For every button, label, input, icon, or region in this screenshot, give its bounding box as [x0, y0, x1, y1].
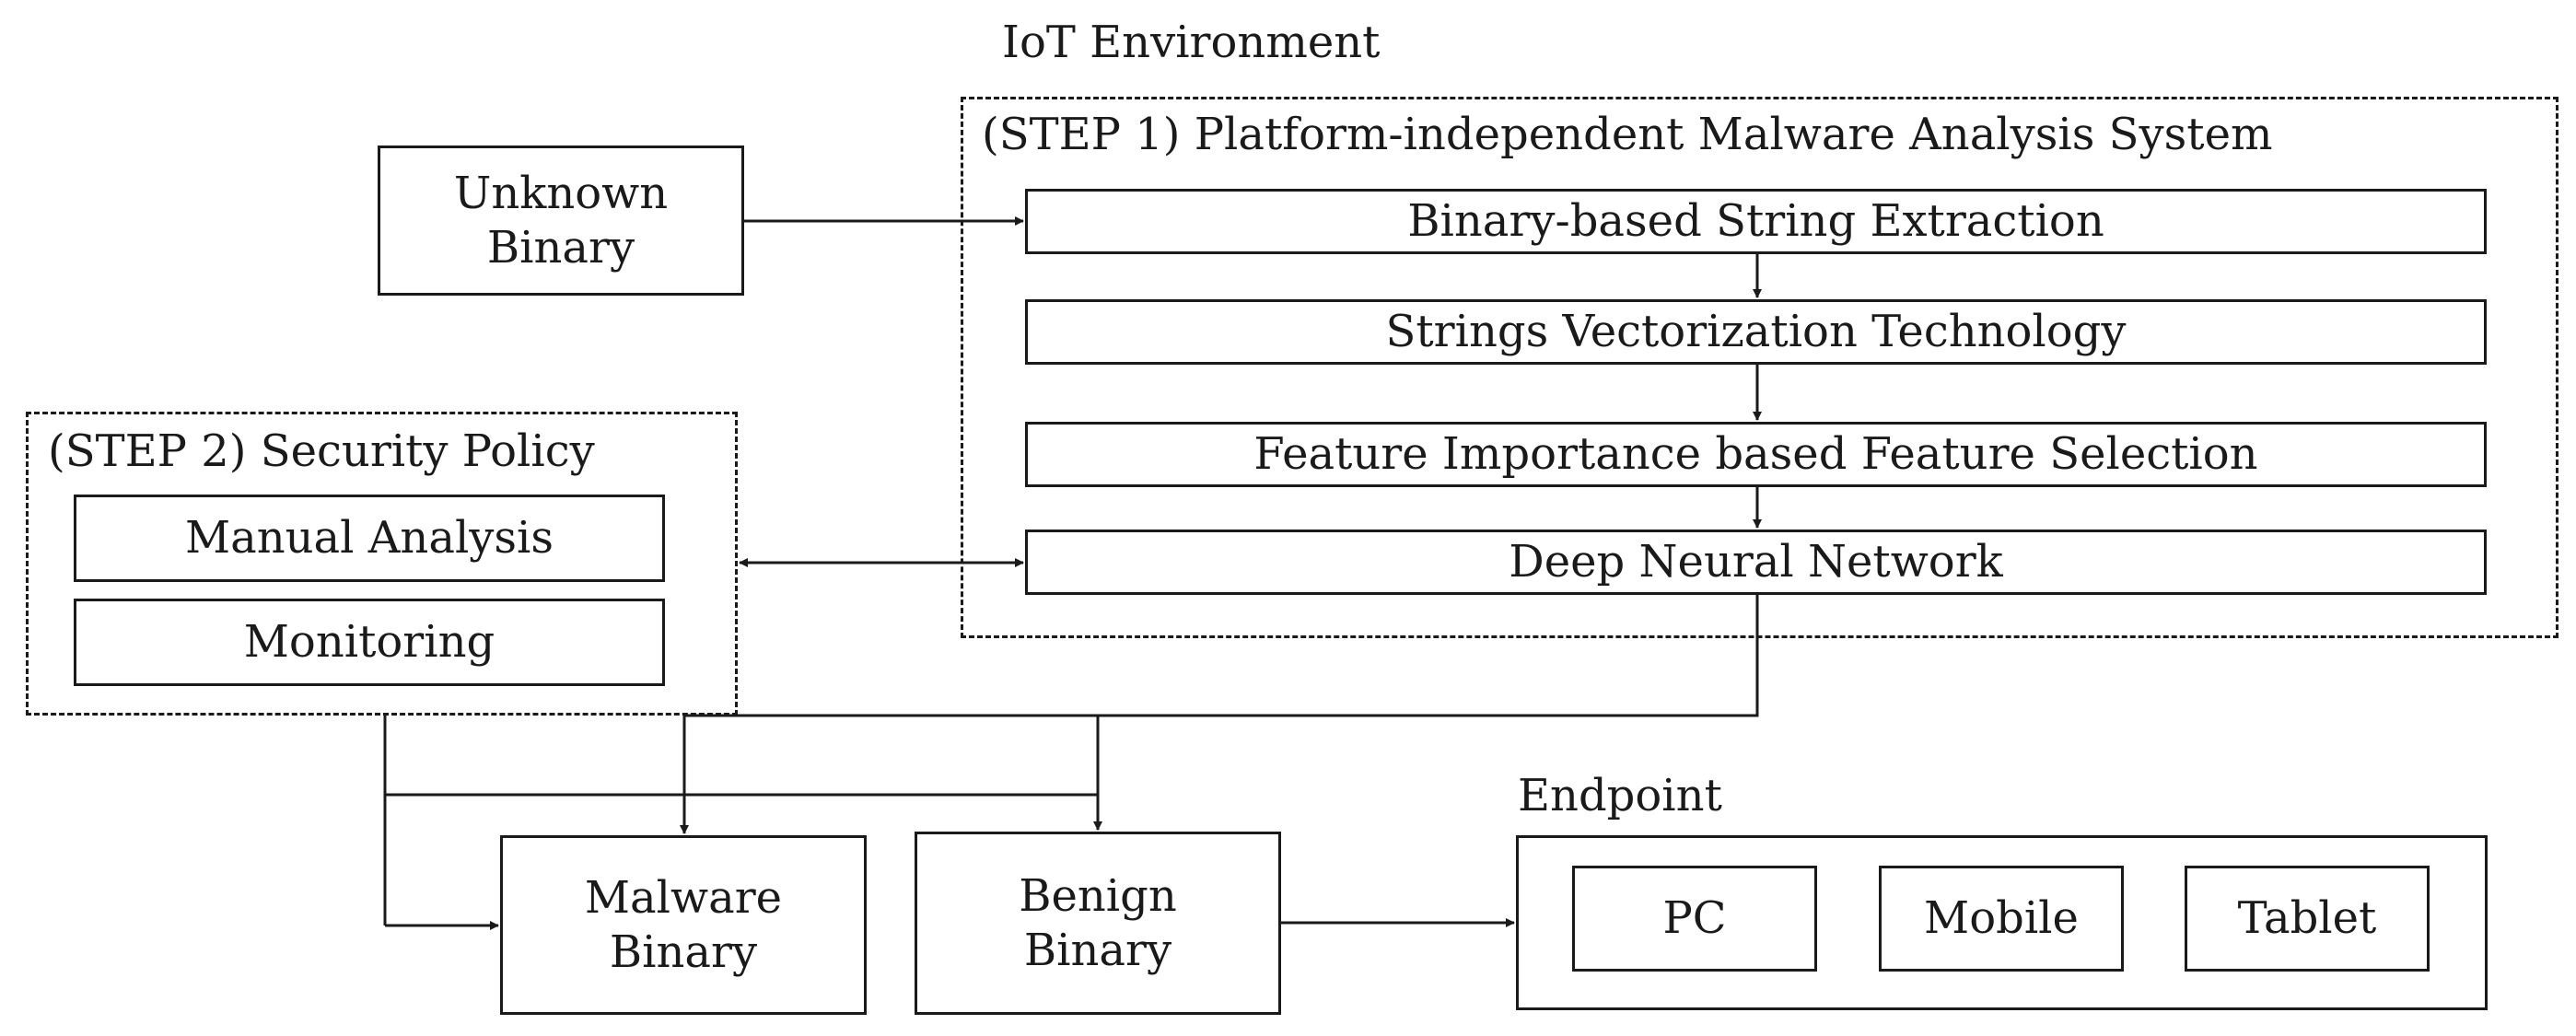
pc-box: PC — [1572, 866, 1817, 972]
benign-binary-line1: Benign — [1019, 869, 1177, 922]
malware-binary-line1: Malware — [584, 871, 783, 924]
step2-region — [26, 412, 738, 716]
benign-binary-box: Benign Binary — [915, 832, 1281, 1015]
string-extraction-box: Binary-based String Extraction — [1025, 189, 2487, 254]
unknown-binary-box: Unknown Binary — [378, 146, 744, 296]
step2-title: (STEP 2) Security Policy — [48, 425, 595, 477]
malware-binary-line2: Binary — [609, 925, 758, 978]
feature-selection-box: Feature Importance based Feature Selecti… — [1025, 422, 2487, 487]
unknown-binary-line1: Unknown — [453, 167, 669, 219]
deep-neural-network-box: Deep Neural Network — [1025, 530, 2487, 595]
endpoint-title: Endpoint — [1518, 770, 1722, 821]
tablet-box: Tablet — [2185, 866, 2430, 972]
step1-title: (STEP 1) Platform-independent Malware An… — [982, 109, 2273, 160]
step1-region — [961, 97, 2559, 638]
benign-binary-line2: Binary — [1023, 924, 1172, 976]
malware-binary-box: Malware Binary — [500, 835, 867, 1015]
vectorization-box: Strings Vectorization Technology — [1025, 299, 2487, 365]
monitoring-box: Monitoring — [74, 599, 665, 686]
iot-environment-label: IoT Environment — [1002, 17, 1381, 68]
mobile-box: Mobile — [1879, 866, 2124, 972]
manual-analysis-box: Manual Analysis — [74, 495, 665, 582]
unknown-binary-line2: Binary — [486, 221, 635, 274]
